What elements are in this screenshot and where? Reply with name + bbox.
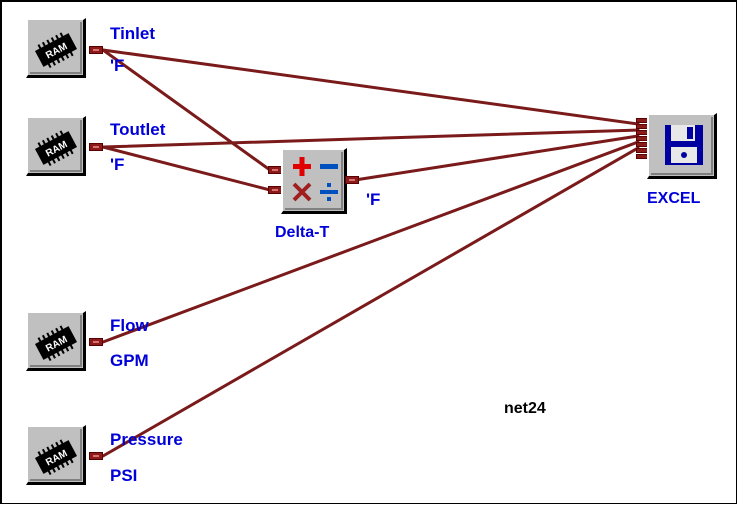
ram-chip-icon: RAM: [34, 130, 78, 167]
network-name: net24: [504, 400, 546, 417]
ram-node-tinlet[interactable]: RAM: [26, 18, 86, 78]
wire-flow-to-excel: [101, 140, 640, 344]
output-pin-delta-t[interactable]: [345, 176, 359, 184]
tinlet-label: Tinlet: [110, 24, 156, 43]
excel-node[interactable]: [647, 113, 717, 179]
delta-t-label: Delta-T: [275, 224, 330, 241]
toutlet-label: Toutlet: [110, 120, 166, 139]
excel-input-pins[interactable]: [636, 118, 648, 162]
ram-chip-icon: RAM: [34, 32, 78, 69]
wire-toutlet-to-excel: [101, 128, 640, 149]
wire-pressure-to-excel: [101, 146, 640, 458]
pressure-label: Pressure: [110, 430, 183, 449]
wire-delta-t-to-excel: [353, 134, 640, 182]
delta-t-node[interactable]: [281, 148, 347, 214]
delta-t-unit: 'F: [366, 190, 381, 209]
input-pin-delta-t-2[interactable]: [268, 186, 282, 194]
output-pin-pressure[interactable]: [89, 452, 103, 460]
output-pin-flow[interactable]: [89, 338, 103, 346]
toutlet-unit: 'F: [110, 155, 125, 174]
floppy-disk-icon: [665, 125, 703, 165]
wire-toutlet-to-delta-t: [101, 145, 272, 192]
ram-chip-icon: RAM: [34, 325, 78, 362]
ram-node-toutlet[interactable]: RAM: [26, 116, 86, 176]
output-pin-tinlet[interactable]: [89, 46, 103, 54]
ram-node-pressure[interactable]: RAM: [26, 425, 86, 485]
wire-tinlet-to-excel: [101, 48, 640, 126]
arithmetic-operators-icon: [292, 157, 338, 202]
wire-tinlet-to-delta-t: [101, 48, 272, 172]
pressure-unit: PSI: [110, 466, 138, 485]
output-pin-toutlet[interactable]: [89, 143, 103, 151]
flow-label: Flow: [110, 316, 149, 335]
input-pin-delta-t-1[interactable]: [268, 166, 282, 174]
ram-chip-icon: RAM: [34, 439, 78, 476]
flow-unit: GPM: [110, 351, 149, 370]
excel-label: EXCEL: [647, 190, 701, 207]
tinlet-unit: 'F: [110, 56, 125, 75]
ram-node-flow[interactable]: RAM: [26, 311, 86, 371]
